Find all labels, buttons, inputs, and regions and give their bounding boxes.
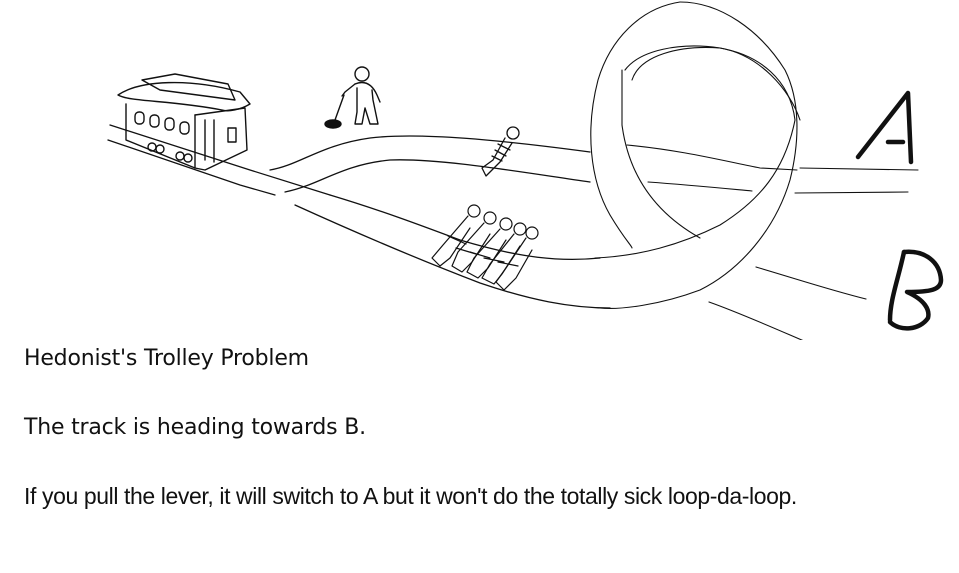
single-person-on-track <box>481 126 520 177</box>
label-a <box>855 90 914 165</box>
upper-track <box>269 135 591 193</box>
lower-track <box>294 194 611 309</box>
five-people-on-track <box>431 204 539 291</box>
trolley-problem-illustration <box>107 1 944 340</box>
title-caption: Hedonist's Trolley Problem <box>24 346 309 371</box>
person-at-lever <box>324 66 381 129</box>
label-b <box>887 249 944 331</box>
trolley <box>117 73 251 171</box>
main-track <box>107 124 331 196</box>
track-direction-caption: The track is heading towards B. <box>24 415 366 440</box>
loop-da-loop <box>590 1 919 340</box>
lever-consequence-caption: If you pull the lever, it will switch to… <box>24 483 797 509</box>
